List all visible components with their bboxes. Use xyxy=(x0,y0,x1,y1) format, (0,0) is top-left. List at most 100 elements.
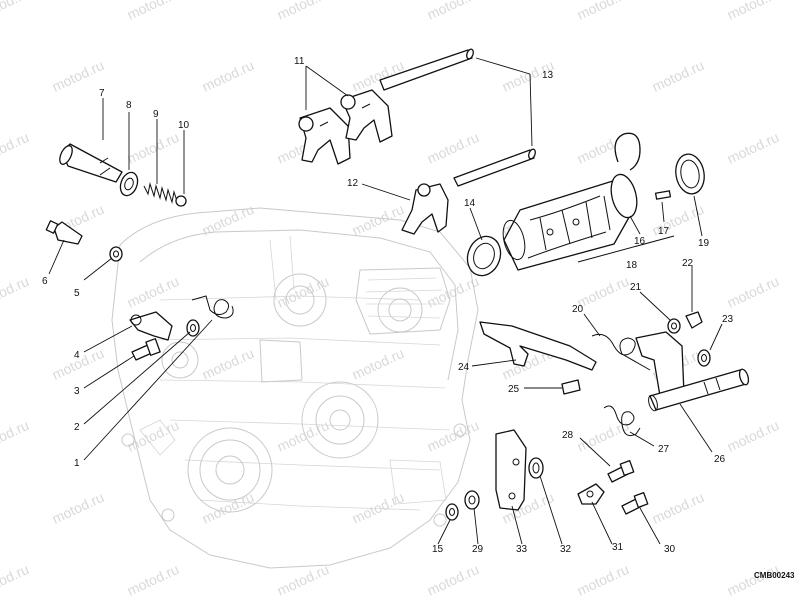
watermark-text: motod.ru xyxy=(425,129,482,167)
watermark-text: motod.ru xyxy=(725,417,782,455)
ball-10 xyxy=(175,195,187,207)
plate-24 xyxy=(479,321,597,371)
callout-8: 8 xyxy=(126,100,132,111)
watermark-text: motod.ru xyxy=(275,273,332,311)
selector-drum-18 xyxy=(502,173,638,271)
callout-27: 27 xyxy=(658,444,670,455)
callout-17: 17 xyxy=(658,226,670,237)
watermark-text: motod.ru xyxy=(725,273,782,311)
watermark-text: motod.ru xyxy=(125,273,182,311)
callout-14: 14 xyxy=(464,198,476,209)
watermark-text: motod.ru xyxy=(725,129,782,167)
switch-6 xyxy=(45,220,83,245)
callout-29: 29 xyxy=(472,544,484,555)
bolt-3 xyxy=(131,338,161,361)
watermark-text: motod.ru xyxy=(425,0,482,23)
callout-labels: 1 2 3 4 5 6 7 8 9 10 11 12 13 14 15 16 1… xyxy=(42,56,734,555)
watermark-text: motod.ru xyxy=(425,273,482,311)
watermark-text: motod.ru xyxy=(350,345,407,383)
callout-25: 25 xyxy=(508,384,520,395)
watermark-text: motod.ru xyxy=(425,417,482,455)
watermark-text: motod.ru xyxy=(575,561,632,599)
callout-16: 16 xyxy=(634,236,646,247)
bolt-30 xyxy=(621,492,649,515)
watermark-text: motod.ru xyxy=(50,489,107,527)
callout-23: 23 xyxy=(722,314,734,325)
plate-33 xyxy=(495,429,527,511)
shaft-pin-7 xyxy=(59,143,123,183)
callout-18: 18 xyxy=(626,260,638,271)
callout-30: 30 xyxy=(664,544,676,555)
watermark-text: motod.ru xyxy=(200,57,257,95)
washer-21 xyxy=(667,318,681,334)
watermark-text: motod.ru xyxy=(0,0,31,23)
callout-6: 6 xyxy=(42,276,48,287)
spring-20 xyxy=(591,333,651,371)
washer-5 xyxy=(109,246,123,262)
clip-15 xyxy=(445,503,459,521)
callout-7: 7 xyxy=(99,88,105,99)
callout-4: 4 xyxy=(74,350,80,361)
drum-assembly-bracket xyxy=(577,235,675,263)
watermark-text: motod.ru xyxy=(575,0,632,23)
shift-shaft-26 xyxy=(635,331,750,412)
fork-rods-13 xyxy=(379,48,536,187)
callout-33: 33 xyxy=(516,544,528,555)
callout-2: 2 xyxy=(74,422,80,433)
watermark-text: motod.ru xyxy=(275,417,332,455)
watermark-text: motod.ru xyxy=(0,561,31,599)
spring-27 xyxy=(603,405,641,437)
callout-24: 24 xyxy=(458,362,470,373)
callout-32: 32 xyxy=(560,544,572,555)
shift-fork-11 xyxy=(298,89,393,165)
callout-15: 15 xyxy=(432,544,444,555)
callout-19: 19 xyxy=(698,238,710,249)
callout-21: 21 xyxy=(630,282,642,293)
washer-14 xyxy=(466,235,502,277)
callout-11: 11 xyxy=(294,56,305,67)
watermark-text: motod.ru xyxy=(0,129,31,167)
bushing-23 xyxy=(697,349,711,367)
watermark-text: motod.ru xyxy=(650,57,707,95)
pin-17 xyxy=(654,190,672,200)
spring-1 xyxy=(191,295,234,319)
washer-29 xyxy=(464,490,480,510)
watermark-text: motod.ru xyxy=(725,0,782,23)
watermark-text: motod.ru xyxy=(0,273,31,311)
callout-1: 1 xyxy=(74,458,80,469)
watermark-text: motod.ru xyxy=(125,129,182,167)
watermark-text: motod.ru xyxy=(425,561,482,599)
watermark-text: motod.ru xyxy=(275,0,332,23)
pin-25 xyxy=(561,379,581,395)
spring-9 xyxy=(143,182,179,205)
callout-28: 28 xyxy=(562,430,574,441)
watermark-text: motod.ru xyxy=(50,57,107,95)
callout-26: 26 xyxy=(714,454,726,465)
diagram-code: CMB00243 xyxy=(754,571,795,580)
watermark-text: motod.ru xyxy=(650,489,707,527)
callout-13: 13 xyxy=(542,70,554,81)
watermark-text: motod.ru xyxy=(575,417,632,455)
leader-lines xyxy=(48,57,723,545)
watermark-text: motod.ru xyxy=(125,417,182,455)
washer-8 xyxy=(119,171,139,197)
shift-fork-12 xyxy=(401,183,449,235)
callout-3: 3 xyxy=(74,386,80,397)
clip-22 xyxy=(685,311,703,329)
engine-case-ghost xyxy=(111,207,479,569)
callout-12: 12 xyxy=(347,178,359,189)
callout-5: 5 xyxy=(74,288,80,299)
callout-9: 9 xyxy=(153,109,159,120)
callout-10: 10 xyxy=(178,120,190,131)
callout-31: 31 xyxy=(612,542,624,553)
circlip-16 xyxy=(614,132,641,171)
lever-4 xyxy=(129,311,173,341)
bolt-28 xyxy=(607,460,635,483)
washer-32 xyxy=(528,457,544,479)
watermark-text: motod.ru xyxy=(0,417,31,455)
watermark-text: motod.ru xyxy=(125,0,182,23)
callout-20: 20 xyxy=(572,304,584,315)
lever-31 xyxy=(577,483,605,505)
ring-19 xyxy=(675,153,705,195)
